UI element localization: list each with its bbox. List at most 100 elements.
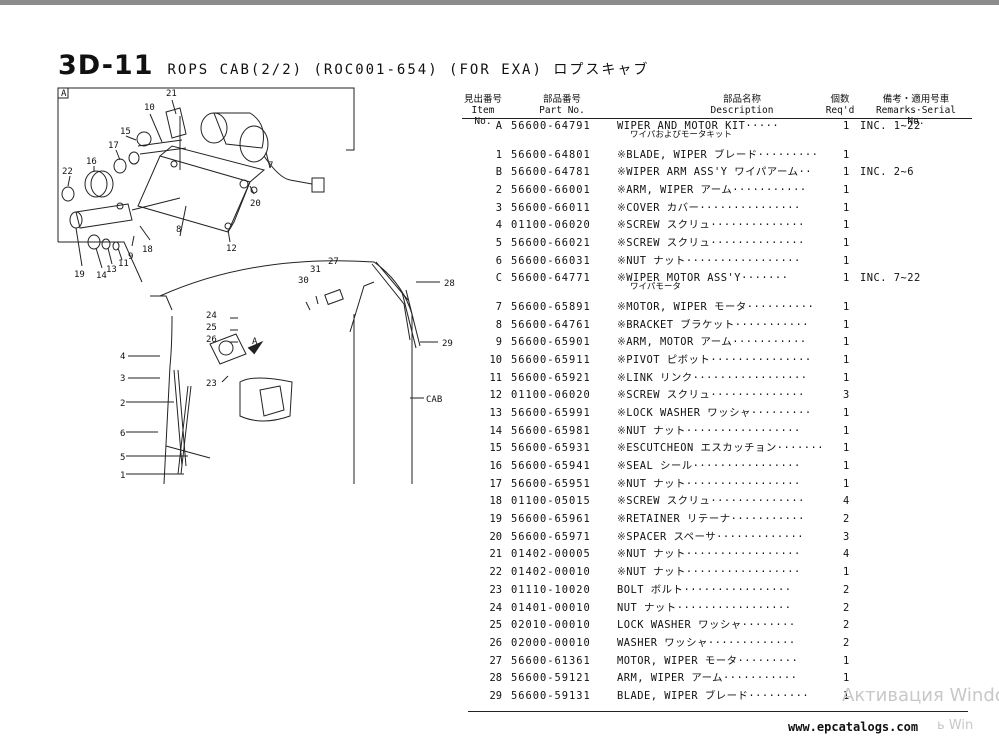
callout-19: 19 — [74, 270, 85, 280]
quantity: 1 — [841, 182, 850, 197]
quantity: 1 — [841, 423, 850, 438]
new-part-mark: ※ — [617, 236, 627, 249]
part-number: 56600-65921 — [511, 371, 591, 384]
description: ※ESCUTCHEON エスカッチョン······· — [617, 441, 853, 455]
callout-10: 10 — [144, 103, 155, 113]
item-number: 12 — [489, 389, 502, 402]
description-text: BOLT ボルト················ — [617, 583, 792, 596]
new-part-mark: ※ — [617, 530, 627, 543]
item-number: C — [495, 272, 502, 285]
item-number: 24 — [489, 601, 502, 614]
description-text: ARM, WIPER アーム··········· — [626, 183, 807, 196]
site-link[interactable]: www.epcatalogs.com — [788, 720, 919, 734]
item-number: 6 — [495, 254, 502, 267]
part-number: 56600-66031 — [511, 254, 591, 267]
part-number: 01100-06020 — [511, 219, 591, 232]
description: WIPER AND MOTOR KIT····· — [617, 119, 853, 133]
part-number: 56600-59121 — [511, 672, 591, 685]
new-part-mark: ※ — [617, 219, 627, 232]
description-text: PIVOT ピボット··············· — [626, 353, 812, 366]
description-text: WIPER AND MOTOR KIT····· — [617, 120, 780, 132]
description-text: NUT ナット················· — [626, 424, 801, 437]
part-number: 56600-64771 — [511, 272, 591, 285]
bottom-rule — [468, 711, 968, 712]
description: ※BLADE, WIPER ブレード········· — [617, 148, 853, 162]
description-text: LOCK WASHER ワッシャ········ — [617, 619, 796, 632]
description-text: SPACER スペーサ············· — [626, 530, 804, 543]
parts-diagram: A 10 21 15 17 16 22 7 20 8 12 18 9 11 13… — [57, 87, 455, 485]
callout-2: 2 — [120, 399, 125, 409]
description: ※PIVOT ピボット··············· — [617, 353, 853, 367]
quantity: 1 — [841, 653, 850, 668]
item-number: 26 — [489, 636, 502, 649]
callout-25: 25 — [206, 323, 217, 333]
quantity: 1 — [841, 441, 850, 456]
quantity: 1 — [841, 565, 850, 580]
quantity: 1 — [841, 235, 850, 250]
item-number: 18 — [489, 495, 502, 508]
callout-16: 16 — [86, 157, 97, 167]
description-text: NUT ナット················· — [626, 477, 801, 490]
quantity: 2 — [841, 512, 850, 527]
description: NUT ナット················· — [617, 601, 853, 615]
description: ※SCREW スクリュ·············· — [617, 218, 853, 232]
description-text: BLADE, WIPER ブレード········· — [617, 689, 810, 702]
description-text: LOCK WASHER ワッシャ········· — [626, 406, 812, 419]
quantity: 1 — [841, 317, 850, 332]
description-text: WIPER ARM ASS'Y ワイパアーム·· — [626, 166, 813, 179]
quantity: 1 — [841, 370, 850, 385]
description-japanese: ワイパモータ — [630, 282, 681, 293]
callout-a: A — [252, 337, 258, 347]
new-part-mark: ※ — [617, 353, 627, 366]
callout-24: 24 — [206, 311, 217, 321]
quantity: 2 — [841, 600, 850, 615]
callout-box-a: A — [61, 89, 67, 99]
callout-8: 8 — [176, 225, 181, 235]
item-number: 28 — [489, 672, 502, 685]
part-number: 56600-65911 — [511, 353, 591, 366]
watermark-2: ь Win — [937, 718, 974, 733]
part-number: 56600-64761 — [511, 318, 591, 331]
description-text: NUT ナット················· — [626, 548, 801, 561]
part-number: 01402-00010 — [511, 566, 591, 579]
description-text: SCREW スクリュ·············· — [626, 236, 805, 249]
description-text: NUT ナット················· — [626, 566, 801, 579]
item-number: 2 — [495, 183, 502, 196]
quantity: 1 — [841, 218, 850, 233]
quantity: 1 — [841, 476, 850, 491]
item-number: 11 — [489, 371, 502, 384]
description: BLADE, WIPER ブレード········· — [617, 689, 853, 703]
quantity: 1 — [841, 352, 850, 367]
description: ※SCREW スクリュ·············· — [617, 494, 853, 508]
page-subtitle: ROPS CAB(2/2) (ROC001-654) (FOR EXA) ロプス… — [167, 62, 650, 78]
description: ※WIPER MOTOR ASS'Y······· — [617, 271, 853, 285]
item-number: B — [495, 166, 502, 179]
part-number: 56600-66001 — [511, 183, 591, 196]
part-number: 56600-65971 — [511, 530, 591, 543]
callout-26: 26 — [206, 335, 217, 345]
item-number: 8 — [495, 318, 502, 331]
description-text: SEAL シール················ — [626, 460, 801, 472]
description-text: COVER カバー··············· — [626, 201, 801, 214]
new-part-mark: ※ — [617, 442, 627, 455]
part-number: 56600-59131 — [511, 689, 591, 702]
new-part-mark: ※ — [617, 477, 627, 490]
new-part-mark: ※ — [617, 254, 627, 267]
